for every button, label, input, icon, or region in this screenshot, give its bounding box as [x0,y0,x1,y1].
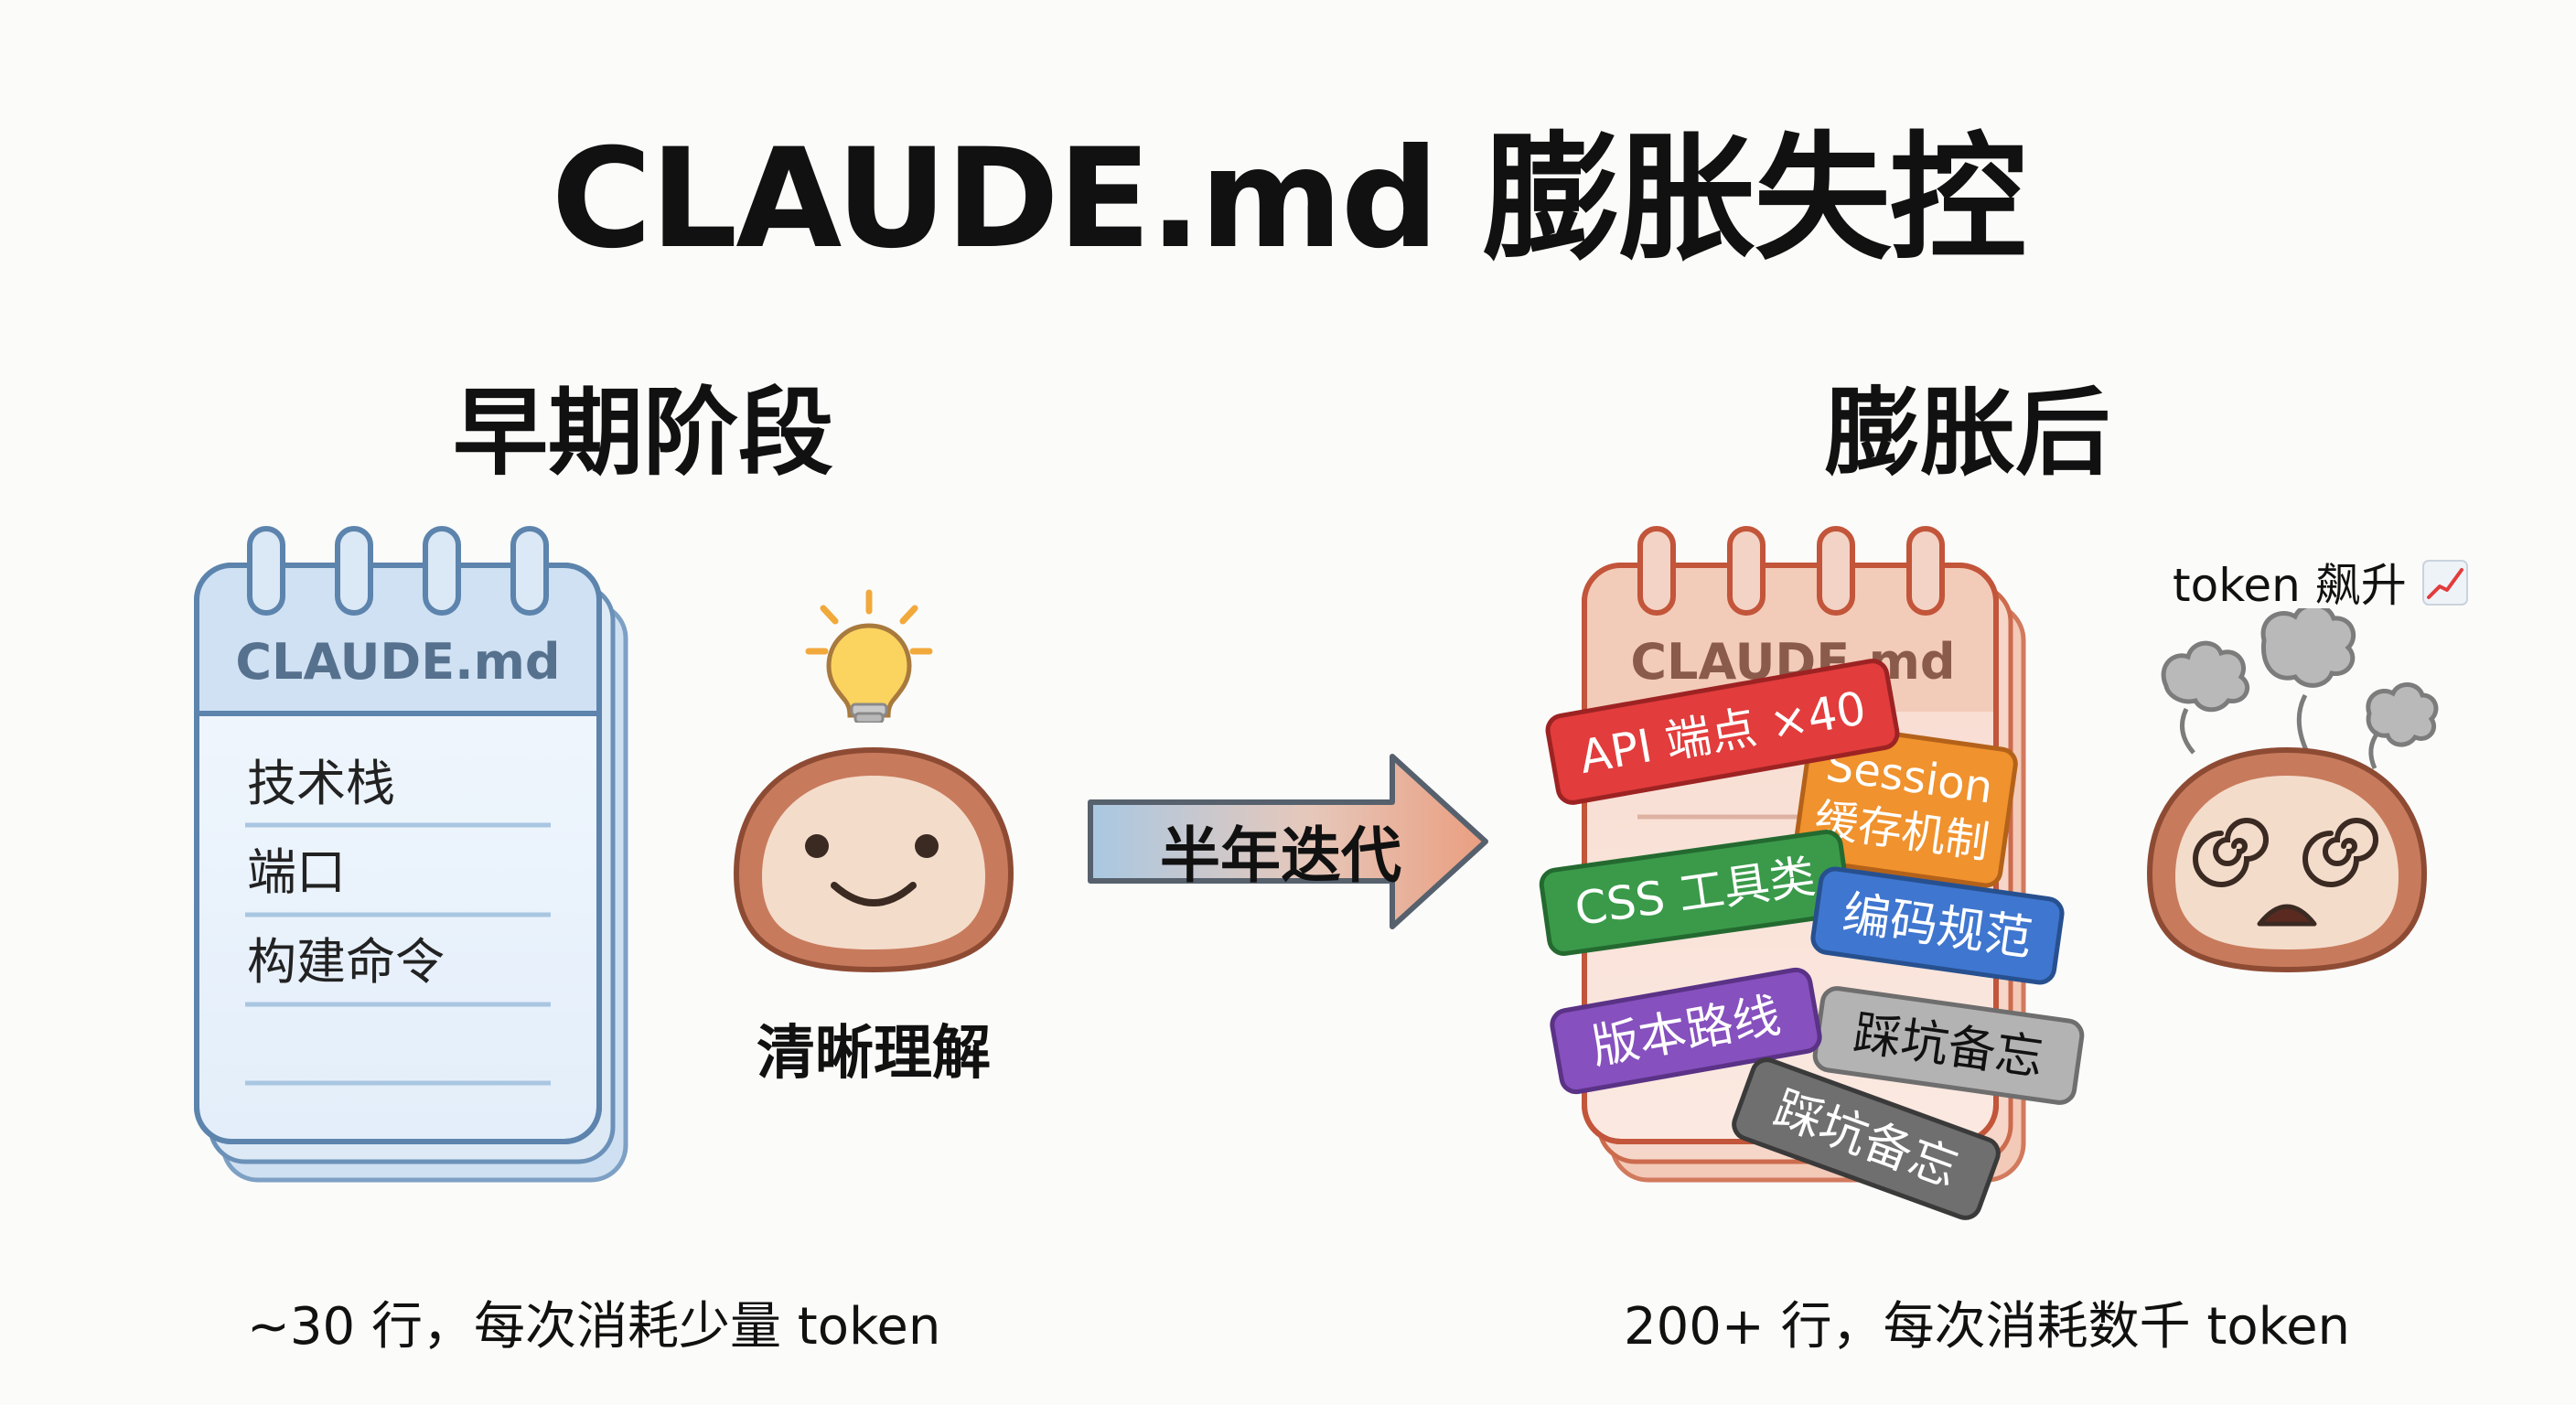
token-surge-label: token 飙升 [2173,559,2407,612]
overwhelmed-face-icon [2146,608,2439,973]
tag-css-utilities: CSS 工具类 [1539,830,1852,956]
early-line-build-command: 构建命令 [247,933,445,991]
token-surge-note: token 飙升 [2173,549,2469,615]
early-stage-heading: 早期阶段 [453,377,834,488]
bloat-tags: Session 缓存机制 API 端点 ×40 CSS 工具类 编码规范 踩坑备… [1539,659,2085,1220]
early-file-label: CLAUDE.md [235,633,560,691]
binder-rings [1637,526,1945,616]
early-caption: ~30 行，每次消耗少量 token [247,1297,941,1357]
binder-rings [247,526,549,616]
early-line-port: 端口 [247,843,346,901]
smoke-icon [2161,608,2439,770]
page-title: CLAUDE.md 膨胀失控 [551,120,2027,279]
tag-session-cache: Session 缓存机制 [1793,722,2018,888]
spiral-eyes [2193,818,2378,887]
early-line-tech-stack: 技术栈 [247,755,395,812]
tag-pitfall-notes-light: 踩坑备忘 [1812,986,2085,1105]
clear-understanding-caption: 清晰理解 [757,1020,991,1088]
bloated-stage-heading: 膨胀后 [1825,377,2111,488]
tag-version-roadmap: 版本路线 [1550,967,1822,1095]
half-year-iteration-label: 半年迭代 [1160,820,1401,891]
lightbulb-icon [805,589,933,723]
bloated-caption: 200+ 行，每次消耗数千 token [1624,1297,2351,1357]
happy-face-icon [733,746,1014,973]
tag-coding-standards: 编码规范 [1810,866,2065,985]
arrow-right-icon [1088,754,1488,929]
chart-increasing-icon [2421,560,2468,606]
early-notebook: CLAUDE.md 技术栈 端口 构建命令 [194,526,628,1183]
